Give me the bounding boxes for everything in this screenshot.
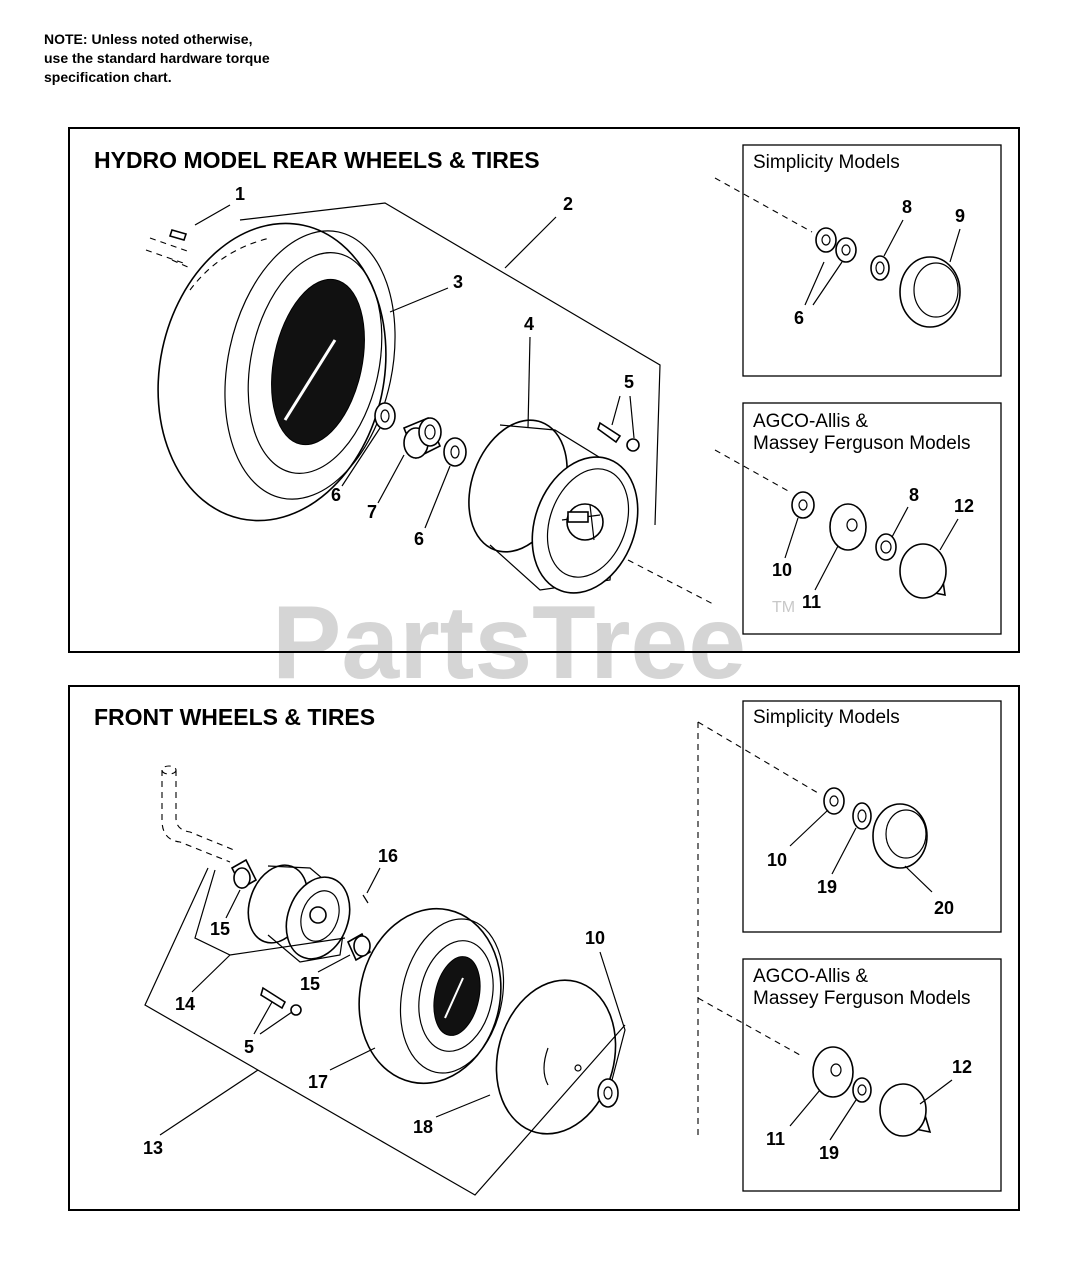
front-agco-title-1: AGCO-Allis & xyxy=(753,966,868,987)
torque-note: NOTE: Unless noted otherwise, use the st… xyxy=(44,30,270,87)
callout-19-simplicity: 19 xyxy=(817,877,837,897)
rear-washer-right-drawing xyxy=(443,437,467,467)
rear-agco-box xyxy=(742,402,1002,635)
rear-rim-drawing xyxy=(468,419,639,594)
callout-6-left: 6 xyxy=(331,485,341,505)
front-tire-drawing xyxy=(358,907,505,1085)
front-valve-drawing xyxy=(260,986,287,1010)
rear-simplicity-parts xyxy=(714,177,961,328)
rear-panel-title: HYDRO MODEL REAR WHEELS & TIRES xyxy=(94,147,540,173)
front-simplicity-parts xyxy=(697,721,928,869)
front-valve-cap-drawing xyxy=(362,894,369,904)
front-agco-parts xyxy=(697,997,932,1137)
front-callouts: 16 15 15 14 5 13 17 18 10 10 19 20 12 xyxy=(143,809,972,1163)
front-simplicity-title: Simplicity Models xyxy=(753,707,900,728)
valve-stem-drawing xyxy=(145,229,191,269)
callout-8-simplicity: 8 xyxy=(902,197,912,217)
rear-simplicity-title: Simplicity Models xyxy=(753,152,900,173)
front-tube-drawing xyxy=(495,979,617,1135)
callout-2: 2 xyxy=(563,194,573,214)
note-line-1: NOTE: Unless noted otherwise, xyxy=(44,31,253,47)
callout-11-front: 11 xyxy=(766,1129,785,1149)
callout-1: 1 xyxy=(235,184,245,204)
callout-13: 13 xyxy=(143,1138,163,1158)
front-spindle-drawing xyxy=(161,765,235,863)
callout-10-front: 10 xyxy=(585,928,605,948)
front-agco-box xyxy=(742,958,1002,1192)
rear-agco-title-1: AGCO-Allis & xyxy=(753,411,868,432)
callout-12-front: 12 xyxy=(952,1057,972,1077)
front-bushing-left-drawing xyxy=(230,858,258,890)
rear-callouts: 1 2 3 4 5 6 7 6 6 8 9 10 11 8 xyxy=(194,184,974,612)
callout-12-rear: 12 xyxy=(954,496,974,516)
callout-8-agco: 8 xyxy=(909,485,919,505)
rear-valve-nut-drawing xyxy=(626,438,640,452)
callout-17: 17 xyxy=(308,1072,328,1092)
front-agco-title-2: Massey Ferguson Models xyxy=(753,988,971,1009)
rear-tire-drawing xyxy=(157,222,396,522)
note-line-2: use the standard hardware torque xyxy=(44,50,270,66)
callout-10-rear: 10 xyxy=(772,560,792,580)
callout-16: 16 xyxy=(378,846,398,866)
note-line-3: specification chart. xyxy=(44,69,172,85)
front-panel-frame xyxy=(68,685,1020,1211)
watermark-tm: TM xyxy=(772,599,795,616)
front-wheels-panel: FRONT WHEELS & TIRES Simplicity Models A… xyxy=(68,685,1020,1211)
callout-4: 4 xyxy=(524,314,534,334)
front-valve-nut-drawing xyxy=(290,1004,302,1016)
callout-10-simplicity: 10 xyxy=(767,850,787,870)
callout-15-right: 15 xyxy=(300,974,320,994)
rear-bushing-drawing xyxy=(402,416,442,460)
callout-5: 5 xyxy=(624,372,634,392)
rear-valve-drawing xyxy=(597,421,622,444)
callout-6-simplicity: 6 xyxy=(794,308,804,328)
callout-6-right: 6 xyxy=(414,529,424,549)
callout-20: 20 xyxy=(934,898,954,918)
callout-3: 3 xyxy=(453,272,463,292)
front-washer-drawing xyxy=(597,1078,619,1108)
callout-14: 14 xyxy=(175,994,195,1014)
front-rim-drawing xyxy=(247,864,351,963)
rear-agco-parts xyxy=(714,449,947,599)
front-panel-title: FRONT WHEELS & TIRES xyxy=(94,704,375,730)
callout-9: 9 xyxy=(955,206,965,226)
front-bushing-right-drawing xyxy=(346,932,372,962)
callout-15-left: 15 xyxy=(210,919,230,939)
rear-wheels-panel: HYDRO MODEL REAR WHEELS & TIRES Simplici… xyxy=(68,127,1020,653)
rear-agco-title-2: Massey Ferguson Models xyxy=(753,433,971,454)
callout-11-rear: 11 xyxy=(802,592,821,612)
rear-panel-frame xyxy=(68,127,1020,653)
callout-5-front: 5 xyxy=(244,1037,254,1057)
callout-19-agco: 19 xyxy=(819,1143,839,1163)
callout-18: 18 xyxy=(413,1117,433,1137)
rear-simplicity-box xyxy=(742,144,1002,377)
rear-washer-left-drawing xyxy=(374,402,396,430)
callout-7: 7 xyxy=(367,502,377,522)
watermark-text: PartsTree xyxy=(272,585,746,701)
front-simplicity-box xyxy=(742,700,1002,933)
